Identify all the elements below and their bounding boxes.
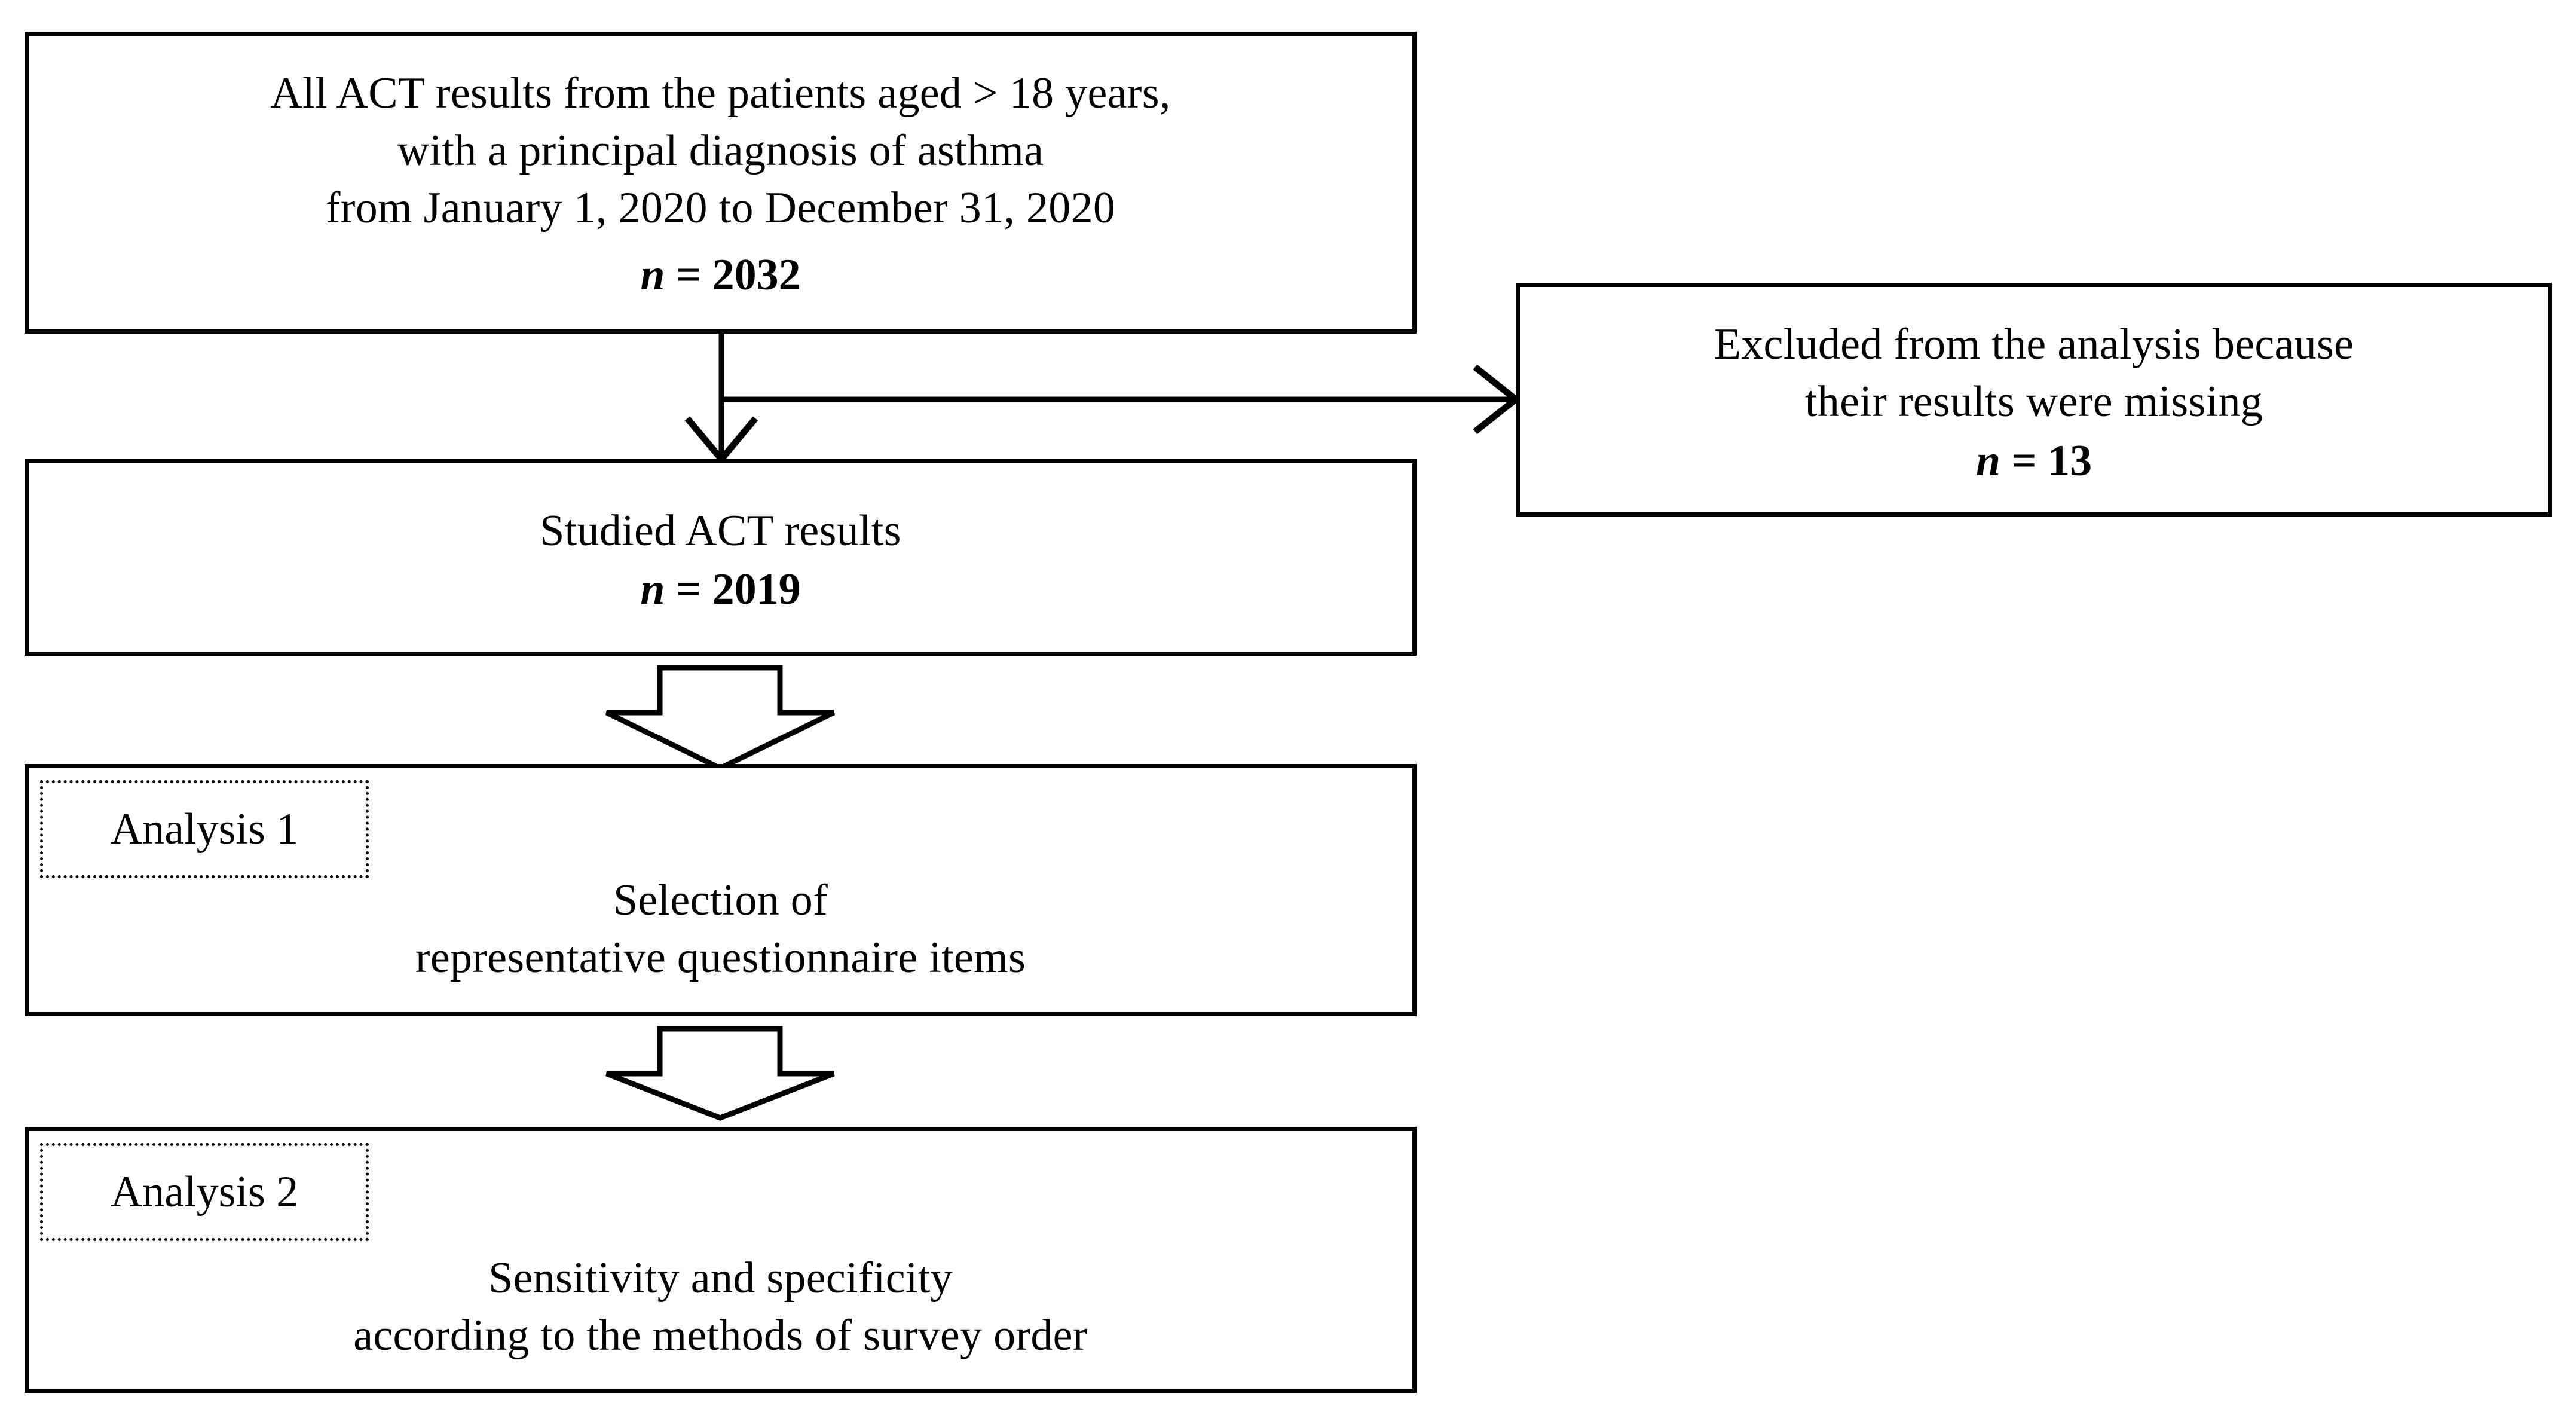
n-equals: = <box>665 565 712 614</box>
box-analysis-2: Analysis 2 Sensitivity and specificity a… <box>25 1127 1417 1393</box>
box-studied-results: Studied ACT results n = 2019 <box>25 459 1417 656</box>
n-value: 13 <box>2048 436 2092 485</box>
box-studied-results-text: Studied ACT results <box>540 506 901 555</box>
box-source-population-text: All ACT results from the patients aged >… <box>270 69 1171 233</box>
analysis-1-tag: Analysis 1 <box>40 780 369 878</box>
n-equals: = <box>665 250 712 300</box>
connector-analysis1-to-analysis2 <box>605 1026 835 1121</box>
analysis-2-tag: Analysis 2 <box>40 1143 369 1241</box>
box-source-population-count: n = 2032 <box>29 246 1412 304</box>
connector-source-to-studied <box>684 334 758 464</box>
n-value: 2032 <box>712 250 801 300</box>
box-studied-results-count: n = 2019 <box>29 561 1412 618</box>
box-source-population: All ACT results from the patients aged >… <box>25 32 1417 334</box>
connector-source-to-excluded <box>721 364 1521 435</box>
box-analysis-1: Analysis 1 Selection of representative q… <box>25 764 1417 1016</box>
box-excluded-text: Excluded from the analysis because their… <box>1714 320 2354 427</box>
n-italic-label: n <box>1975 436 2000 485</box>
n-equals: = <box>2000 436 2048 485</box>
connector-studied-to-analysis1 <box>605 665 835 772</box>
box-analysis-1-text: Selection of representative questionnair… <box>415 876 1026 983</box>
box-analysis-2-text: Sensitivity and specificity according to… <box>353 1254 1088 1361</box>
box-excluded-count: n = 13 <box>1520 432 2548 490</box>
box-excluded: Excluded from the analysis because their… <box>1516 283 2552 517</box>
n-italic-label: n <box>640 250 665 300</box>
n-value: 2019 <box>712 565 801 614</box>
n-italic-label: n <box>640 565 665 614</box>
